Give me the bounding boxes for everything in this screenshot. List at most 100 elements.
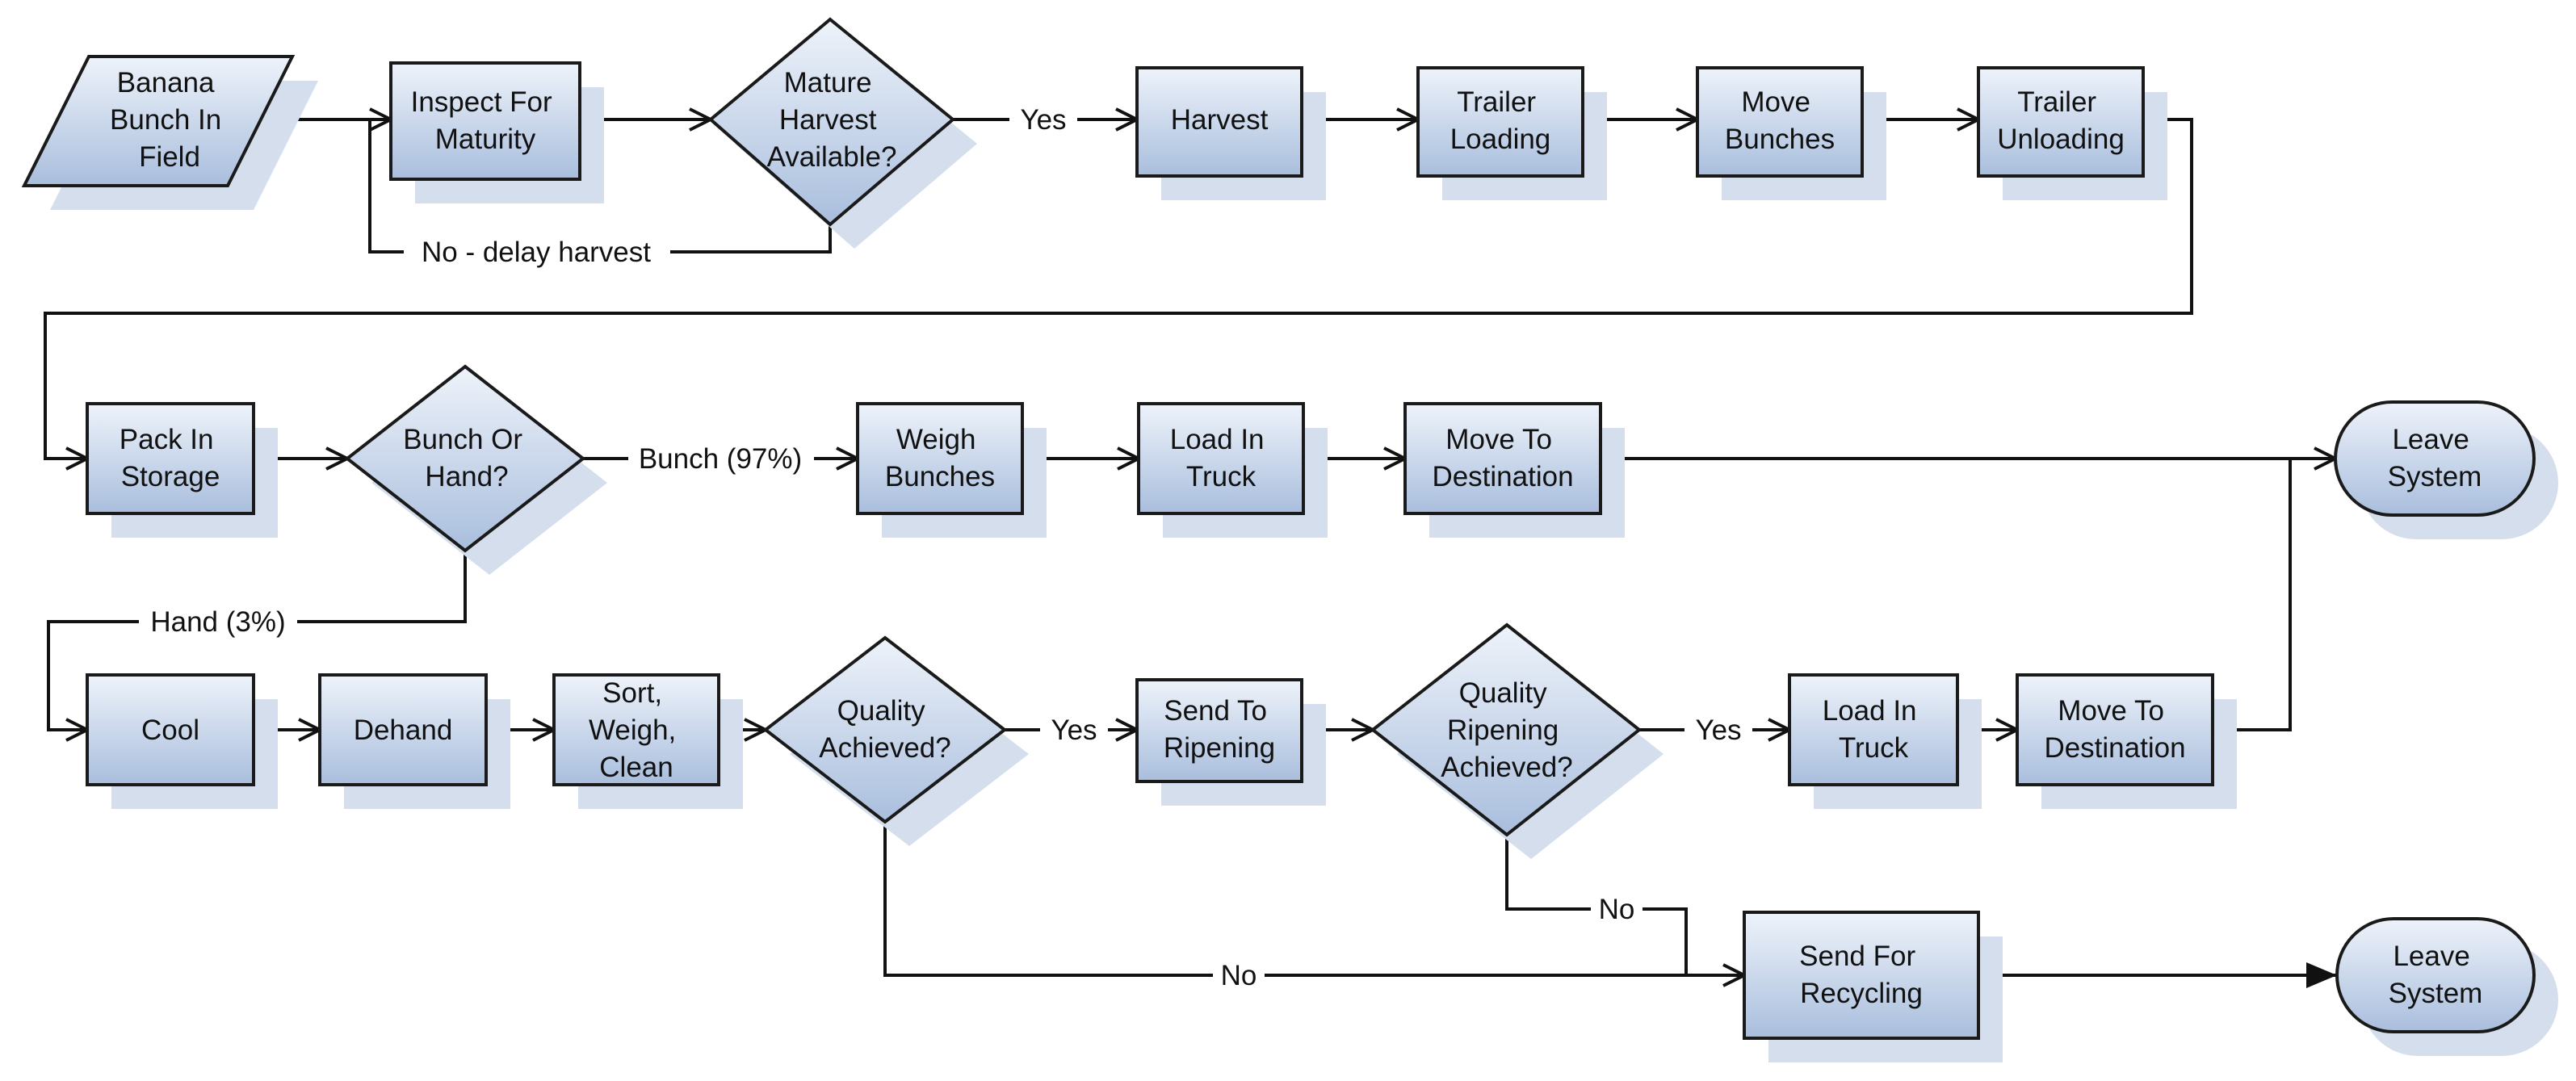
edge-label-yes-ripening: Yes: [1695, 714, 1741, 746]
node-bunch-or-hand-decision: Bunch Or Hand?: [344, 364, 607, 575]
connectors: [44, 119, 2337, 988]
node-label-line: Cool: [141, 714, 199, 746]
svg-text:Harvest: Harvest: [1171, 104, 1269, 136]
node-label-line: Loading: [1450, 124, 1551, 155]
node-cool: Cool: [86, 673, 278, 809]
edge-quality-no-to-recycling: [883, 822, 1744, 975]
edge-move-dest2-to-leave: [2213, 459, 2292, 731]
node-label-line: Destination: [1432, 461, 1573, 492]
node-label-line: Trailer: [2017, 86, 2096, 118]
svg-text:Trailer Unloading: Trailer Unloading: [1997, 86, 2125, 155]
svg-text:Load In Truck: Load In Truck: [1170, 424, 1273, 492]
svg-text:Bunch Or Hand?: Bunch Or Hand?: [403, 424, 531, 492]
node-move-bunches: Move Bunches: [1696, 66, 1886, 200]
node-label-line: Ripening: [1447, 714, 1559, 746]
node-label-line: Weigh,: [589, 714, 676, 746]
svg-text:Mature Harvest: Mature Harvest Available?: [767, 67, 897, 173]
node-label-line: Storage: [121, 461, 220, 492]
edge-label-yes-harvest: Yes: [1020, 104, 1066, 136]
node-label-line: Recycling: [1800, 978, 1923, 1009]
node-label-line: Inspect For: [411, 86, 552, 118]
node-harvest: Harvest: [1135, 66, 1326, 200]
node-label-line: Send For: [1799, 941, 1915, 972]
node-label-line: Hand?: [425, 461, 508, 492]
node-label-line: Bunches: [885, 461, 995, 492]
node-label-line: Bunch Or: [403, 424, 522, 455]
svg-text:Dehand: Dehand: [354, 714, 453, 746]
svg-text:Leave System: Leave System: [2389, 941, 2483, 1009]
svg-text:Cool: Cool: [141, 714, 199, 746]
node-label-line: Quality: [837, 695, 925, 727]
edge-label-no-quality: No: [1221, 960, 1257, 991]
svg-text:Inspect For Maturity: Inspect For Maturity: [411, 86, 560, 155]
node-mature-harvest-decision: Mature Harvest Available?: [707, 17, 977, 249]
node-move-to-destination-2: Move To Destination: [2016, 673, 2237, 809]
edge-label-no-ripening: No: [1599, 894, 1635, 925]
node-leave-system-1: Leave System: [2334, 400, 2558, 539]
node-label-line: Load In: [1823, 695, 1917, 727]
node-leave-system-2: Leave System: [2335, 917, 2558, 1056]
node-label-line: Unloading: [1997, 124, 2125, 155]
svg-text:Quality Achieved?: Quality Achieved?: [819, 695, 950, 764]
node-trailer-unloading: Trailer Unloading: [1977, 66, 2167, 200]
node-label-line: Sort,: [602, 677, 662, 709]
node-label-line: Field: [139, 141, 200, 173]
node-inspect-for-maturity: Inspect For Maturity: [389, 61, 604, 203]
node-label-line: Move To: [2058, 695, 2164, 727]
node-load-in-truck-1: Load In Truck: [1137, 402, 1328, 538]
node-label-line: Mature: [784, 67, 872, 98]
node-label-line: Quality: [1459, 677, 1547, 709]
node-weigh-bunches: Weigh Bunches: [856, 402, 1047, 538]
nodes: Banana Bunch In Field Inspect For Maturi…: [21, 17, 2558, 1062]
node-label-line: Bunches: [1725, 124, 1835, 155]
edge-labels: Yes No - delay harvest Bunch (97%) Hand …: [139, 102, 1752, 993]
node-send-to-ripening: Send To Ripening: [1135, 678, 1326, 806]
edge-hand-to-cool: [47, 551, 467, 730]
node-label-line: Banana: [117, 67, 215, 98]
svg-text:Move To Destination: Move To Destination: [2044, 695, 2185, 764]
node-send-for-recycling: Send For Recycling: [1743, 911, 2003, 1062]
svg-text:Load In Truck: Load In Truck: [1823, 695, 1925, 764]
node-label-line: Bunch In: [110, 104, 221, 136]
node-label-line: Trailer: [1457, 86, 1536, 118]
node-banana-bunch-in-field: Banana Bunch In Field: [21, 55, 318, 210]
node-label-line: Ripening: [1164, 732, 1275, 764]
node-label-line: Achieved?: [1441, 752, 1572, 783]
node-label-line: Leave: [2393, 941, 2469, 972]
edge-label-bunch-97: Bunch (97%): [639, 443, 802, 475]
node-label-line: Destination: [2044, 732, 2185, 764]
node-label-line: Achieved?: [819, 732, 950, 764]
node-label-line: Weigh: [896, 424, 976, 455]
node-label-line: Harvest: [779, 104, 877, 136]
node-dehand: Dehand: [318, 673, 510, 809]
edge-label-no-delay-harvest: No - delay harvest: [422, 237, 651, 268]
node-label-line: Clean: [599, 752, 673, 783]
node-label-line: Pack In: [120, 424, 214, 455]
node-pack-in-storage: Pack In Storage: [86, 402, 278, 538]
node-label-line: Truck: [1839, 732, 1909, 764]
svg-text:Weigh Bunches: Weigh Bunches: [885, 424, 995, 492]
svg-text:Trailer Loading: Trailer Loading: [1450, 86, 1551, 155]
node-quality-achieved-decision: Quality Achieved?: [762, 635, 1029, 846]
node-label-line: System: [2389, 978, 2483, 1009]
svg-text:Move To Destination: Move To Destination: [1432, 424, 1573, 492]
node-label-line: Dehand: [354, 714, 453, 746]
node-trailer-loading: Trailer Loading: [1416, 66, 1607, 200]
node-label-line: Leave: [2392, 424, 2469, 455]
node-label-line: Maturity: [435, 124, 536, 155]
node-label-line: Send To: [1164, 695, 1267, 727]
edge-label-hand-3: Hand (3%): [150, 606, 285, 638]
node-load-in-truck-2: Load In Truck: [1788, 673, 1982, 809]
edge-label-yes-quality: Yes: [1051, 714, 1097, 746]
node-label-line: Load In: [1170, 424, 1265, 455]
node-move-to-destination-1: Move To Destination: [1403, 402, 1625, 538]
node-label-line: Truck: [1186, 461, 1257, 492]
svg-text:Banana Bunch In: Banana Bunch In Field: [110, 67, 229, 173]
svg-text:Pack In Storage: Pack In Storage: [120, 424, 221, 492]
svg-text:Send For Recycling: Send For Recycling: [1799, 941, 1924, 1009]
node-label-line: Move To: [1445, 424, 1552, 455]
svg-text:Move Bunches: Move Bunches: [1725, 86, 1835, 155]
node-label-line: System: [2388, 461, 2482, 492]
node-label-line: Available?: [767, 141, 897, 173]
